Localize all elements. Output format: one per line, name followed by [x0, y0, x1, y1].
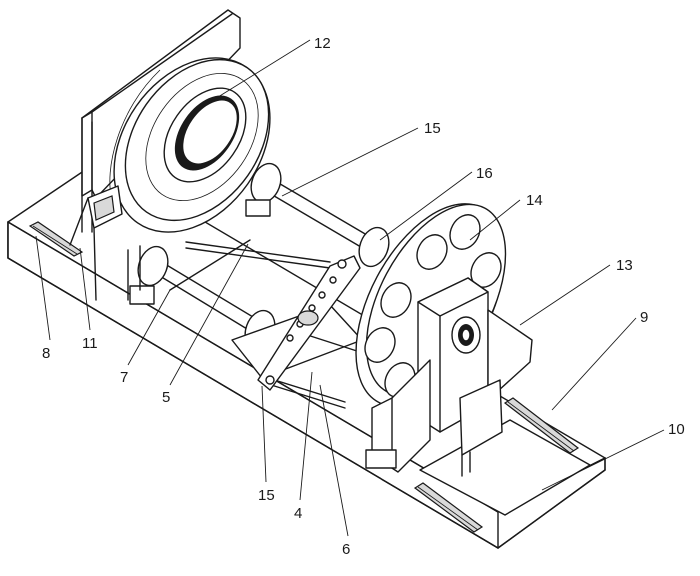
leader-lines — [35, 39, 665, 537]
callout-13: 13 — [616, 257, 633, 274]
callout-15-upper: 15 — [424, 120, 441, 137]
clamp-block — [69, 185, 123, 301]
large-disc — [109, 57, 271, 233]
callout-4: 4 — [294, 505, 302, 522]
callout-labels: 12 15 16 14 13 9 10 8 11 7 5 15 4 6 — [42, 35, 685, 558]
shaft-upper — [245, 162, 390, 268]
callout-16: 16 — [476, 165, 493, 182]
callout-14: 14 — [526, 192, 543, 209]
callout-11: 11 — [82, 335, 98, 352]
guide-rail-right — [413, 397, 580, 533]
callout-9: 9 — [640, 309, 648, 326]
callout-7: 7 — [120, 369, 128, 386]
connecting-bar — [257, 255, 361, 391]
callout-12: 12 — [314, 35, 331, 52]
linkage-rods — [169, 239, 361, 409]
callout-10: 10 — [668, 421, 685, 438]
callout-8: 8 — [42, 345, 50, 362]
callout-5: 5 — [162, 389, 170, 406]
support-stand — [365, 359, 431, 473]
guide-rail-left — [28, 221, 84, 257]
callout-15-lower: 15 — [258, 487, 275, 504]
callout-6: 6 — [342, 541, 350, 558]
